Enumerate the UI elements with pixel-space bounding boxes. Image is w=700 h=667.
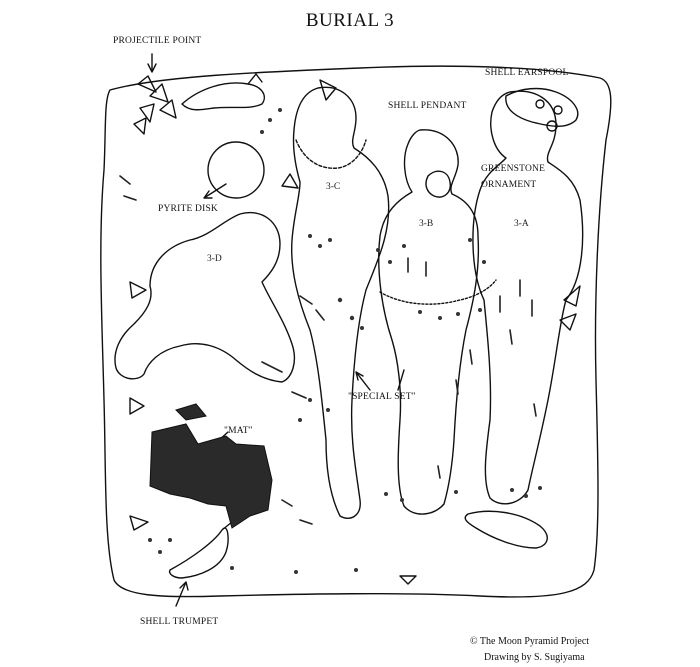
label-pyrite-disk: PYRITE DISK bbox=[158, 204, 218, 214]
label-mat: "MAT" bbox=[224, 426, 253, 436]
shell-trumpet-right bbox=[464, 510, 548, 549]
shell-trumpet-arrow bbox=[175, 581, 189, 607]
projectile-arrow bbox=[147, 53, 157, 73]
perimeter-arrow-6 bbox=[399, 575, 417, 585]
greenstone-ornament bbox=[425, 170, 451, 198]
label-individual-3b: 3-B bbox=[419, 219, 434, 229]
credit-copyright: © The Moon Pyramid Project bbox=[470, 636, 590, 647]
label-individual-3d: 3-D bbox=[207, 254, 222, 264]
skeleton-3a-outline bbox=[472, 90, 584, 505]
label-projectile-point: PROJECTILE POINT bbox=[113, 36, 202, 46]
skeleton-3c-outline bbox=[290, 86, 390, 519]
label-individual-3c: 3-C bbox=[326, 182, 341, 192]
mat-block bbox=[149, 403, 273, 529]
credit-drawing: Drawing by S. Sugiyama bbox=[484, 652, 585, 663]
perimeter-arrow-5 bbox=[129, 515, 149, 531]
pyrite-disk bbox=[207, 141, 265, 199]
pyrite-disk-arrow bbox=[203, 183, 227, 199]
earspool-ring-2 bbox=[553, 105, 563, 115]
perimeter-arrow-4 bbox=[129, 397, 145, 415]
label-individual-3a: 3-A bbox=[514, 219, 529, 229]
label-greenstone-line2: ORNAMENT bbox=[481, 180, 537, 190]
shell-pendant-necklace bbox=[295, 139, 367, 169]
bead-necklace-3b bbox=[379, 279, 497, 305]
label-shell-pendant: SHELL PENDANT bbox=[388, 101, 467, 111]
special-set-arrow-2 bbox=[397, 369, 405, 391]
perimeter-arrow-7 bbox=[319, 79, 337, 101]
skeleton-3d-outline bbox=[114, 212, 296, 383]
perimeter-arrow-2 bbox=[559, 313, 577, 331]
special-set-arrow bbox=[355, 371, 371, 391]
label-shell-trumpet: SHELL TRUMPET bbox=[140, 617, 219, 627]
earspool-ring-3 bbox=[546, 120, 558, 132]
perimeter-arrow-3 bbox=[129, 281, 147, 299]
shell-trumpet-bottom bbox=[168, 521, 233, 579]
label-shell-earspool: SHELL EARSPOOL bbox=[485, 68, 569, 78]
burial-pit-outline bbox=[100, 65, 612, 598]
shell-trumpet-top bbox=[181, 73, 266, 111]
label-special-set: "SPECIAL SET" bbox=[348, 392, 416, 402]
drawing-title: BURIAL 3 bbox=[305, 10, 395, 31]
label-greenstone-line1: GREENSTONE bbox=[481, 164, 546, 174]
fragment-scatter bbox=[119, 175, 537, 525]
skeleton-3b-outline bbox=[378, 129, 480, 515]
projectile-point-cluster bbox=[133, 75, 177, 135]
perimeter-arrow-1 bbox=[563, 285, 581, 307]
earspool-ring-1 bbox=[535, 99, 545, 109]
bead-scatter bbox=[148, 108, 542, 574]
perimeter-arrow-8 bbox=[281, 173, 299, 189]
shell-earspool bbox=[505, 87, 579, 127]
